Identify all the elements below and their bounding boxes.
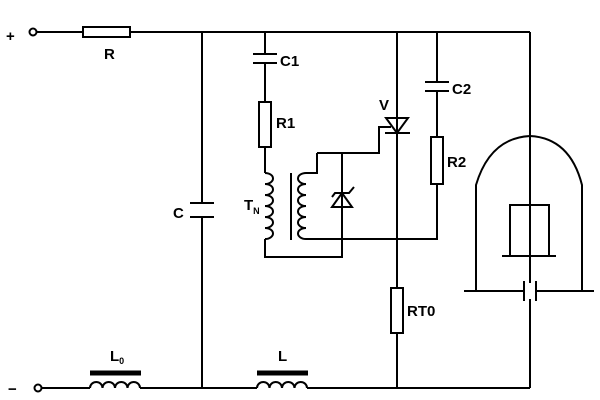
capacitor-C1 (253, 32, 277, 102)
minus-terminal-label: − (8, 381, 17, 398)
transformer-TN (264, 147, 437, 258)
label-TN: TN (244, 197, 260, 216)
label-L0: L0 (110, 348, 124, 366)
resistor-R (82, 26, 131, 38)
resistor-R2 (430, 136, 444, 185)
label-R: R (104, 46, 115, 63)
minus-terminal (33, 383, 43, 393)
plus-terminal-label: + (6, 28, 15, 45)
resistor-R1 (258, 101, 272, 148)
label-R1: R1 (276, 115, 295, 132)
label-R2: R2 (447, 154, 466, 171)
plus-terminal (28, 27, 38, 37)
label-L: L (278, 348, 287, 365)
capacitor-C2 (425, 32, 449, 137)
zener-diode (330, 186, 355, 208)
capacitor-C (190, 32, 214, 388)
label-V: V (379, 97, 389, 114)
inductor-L0 (89, 370, 141, 389)
label-C: C (173, 205, 184, 222)
label-C1: C1 (280, 53, 299, 70)
thyristor-V (384, 32, 410, 288)
inductor-L (256, 370, 308, 389)
gate-wire (317, 126, 391, 154)
label-C2: C2 (452, 81, 471, 98)
label-RT0: RT0 (407, 303, 435, 320)
lamp-starter (464, 32, 594, 388)
resistor-RT0 (390, 287, 404, 334)
